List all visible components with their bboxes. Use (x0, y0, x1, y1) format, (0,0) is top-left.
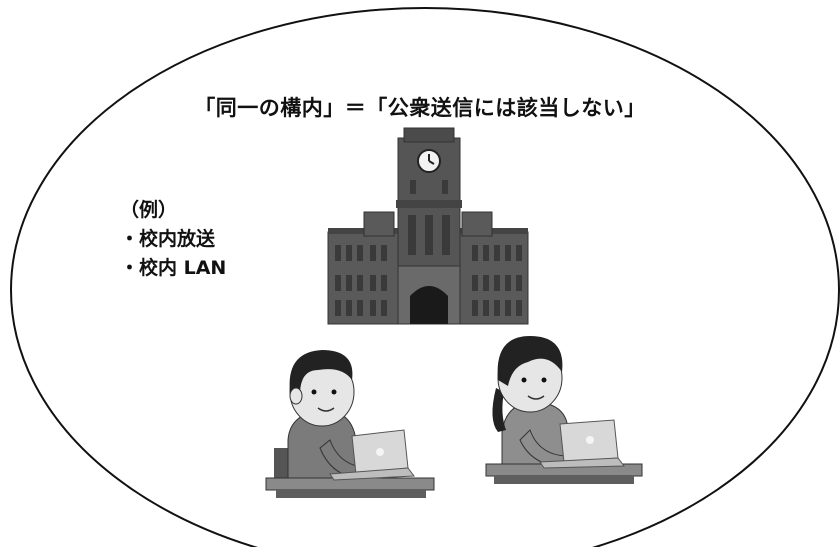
premises-boundary-ellipse (10, 7, 840, 547)
boy-with-laptop-illustration (265, 350, 435, 498)
girl-with-laptop-illustration (485, 336, 643, 484)
example-item: ・校内 LAN (120, 257, 227, 279)
example-item: ・校内放送 (120, 228, 216, 250)
university-building-illustration (327, 127, 529, 325)
diagram-title: 「同一の構内」＝「公衆送信には該当しない」 (194, 96, 646, 120)
examples-heading: （例） (120, 199, 178, 221)
examples-list: （例） ・校内放送 ・校内 LAN (120, 196, 226, 283)
